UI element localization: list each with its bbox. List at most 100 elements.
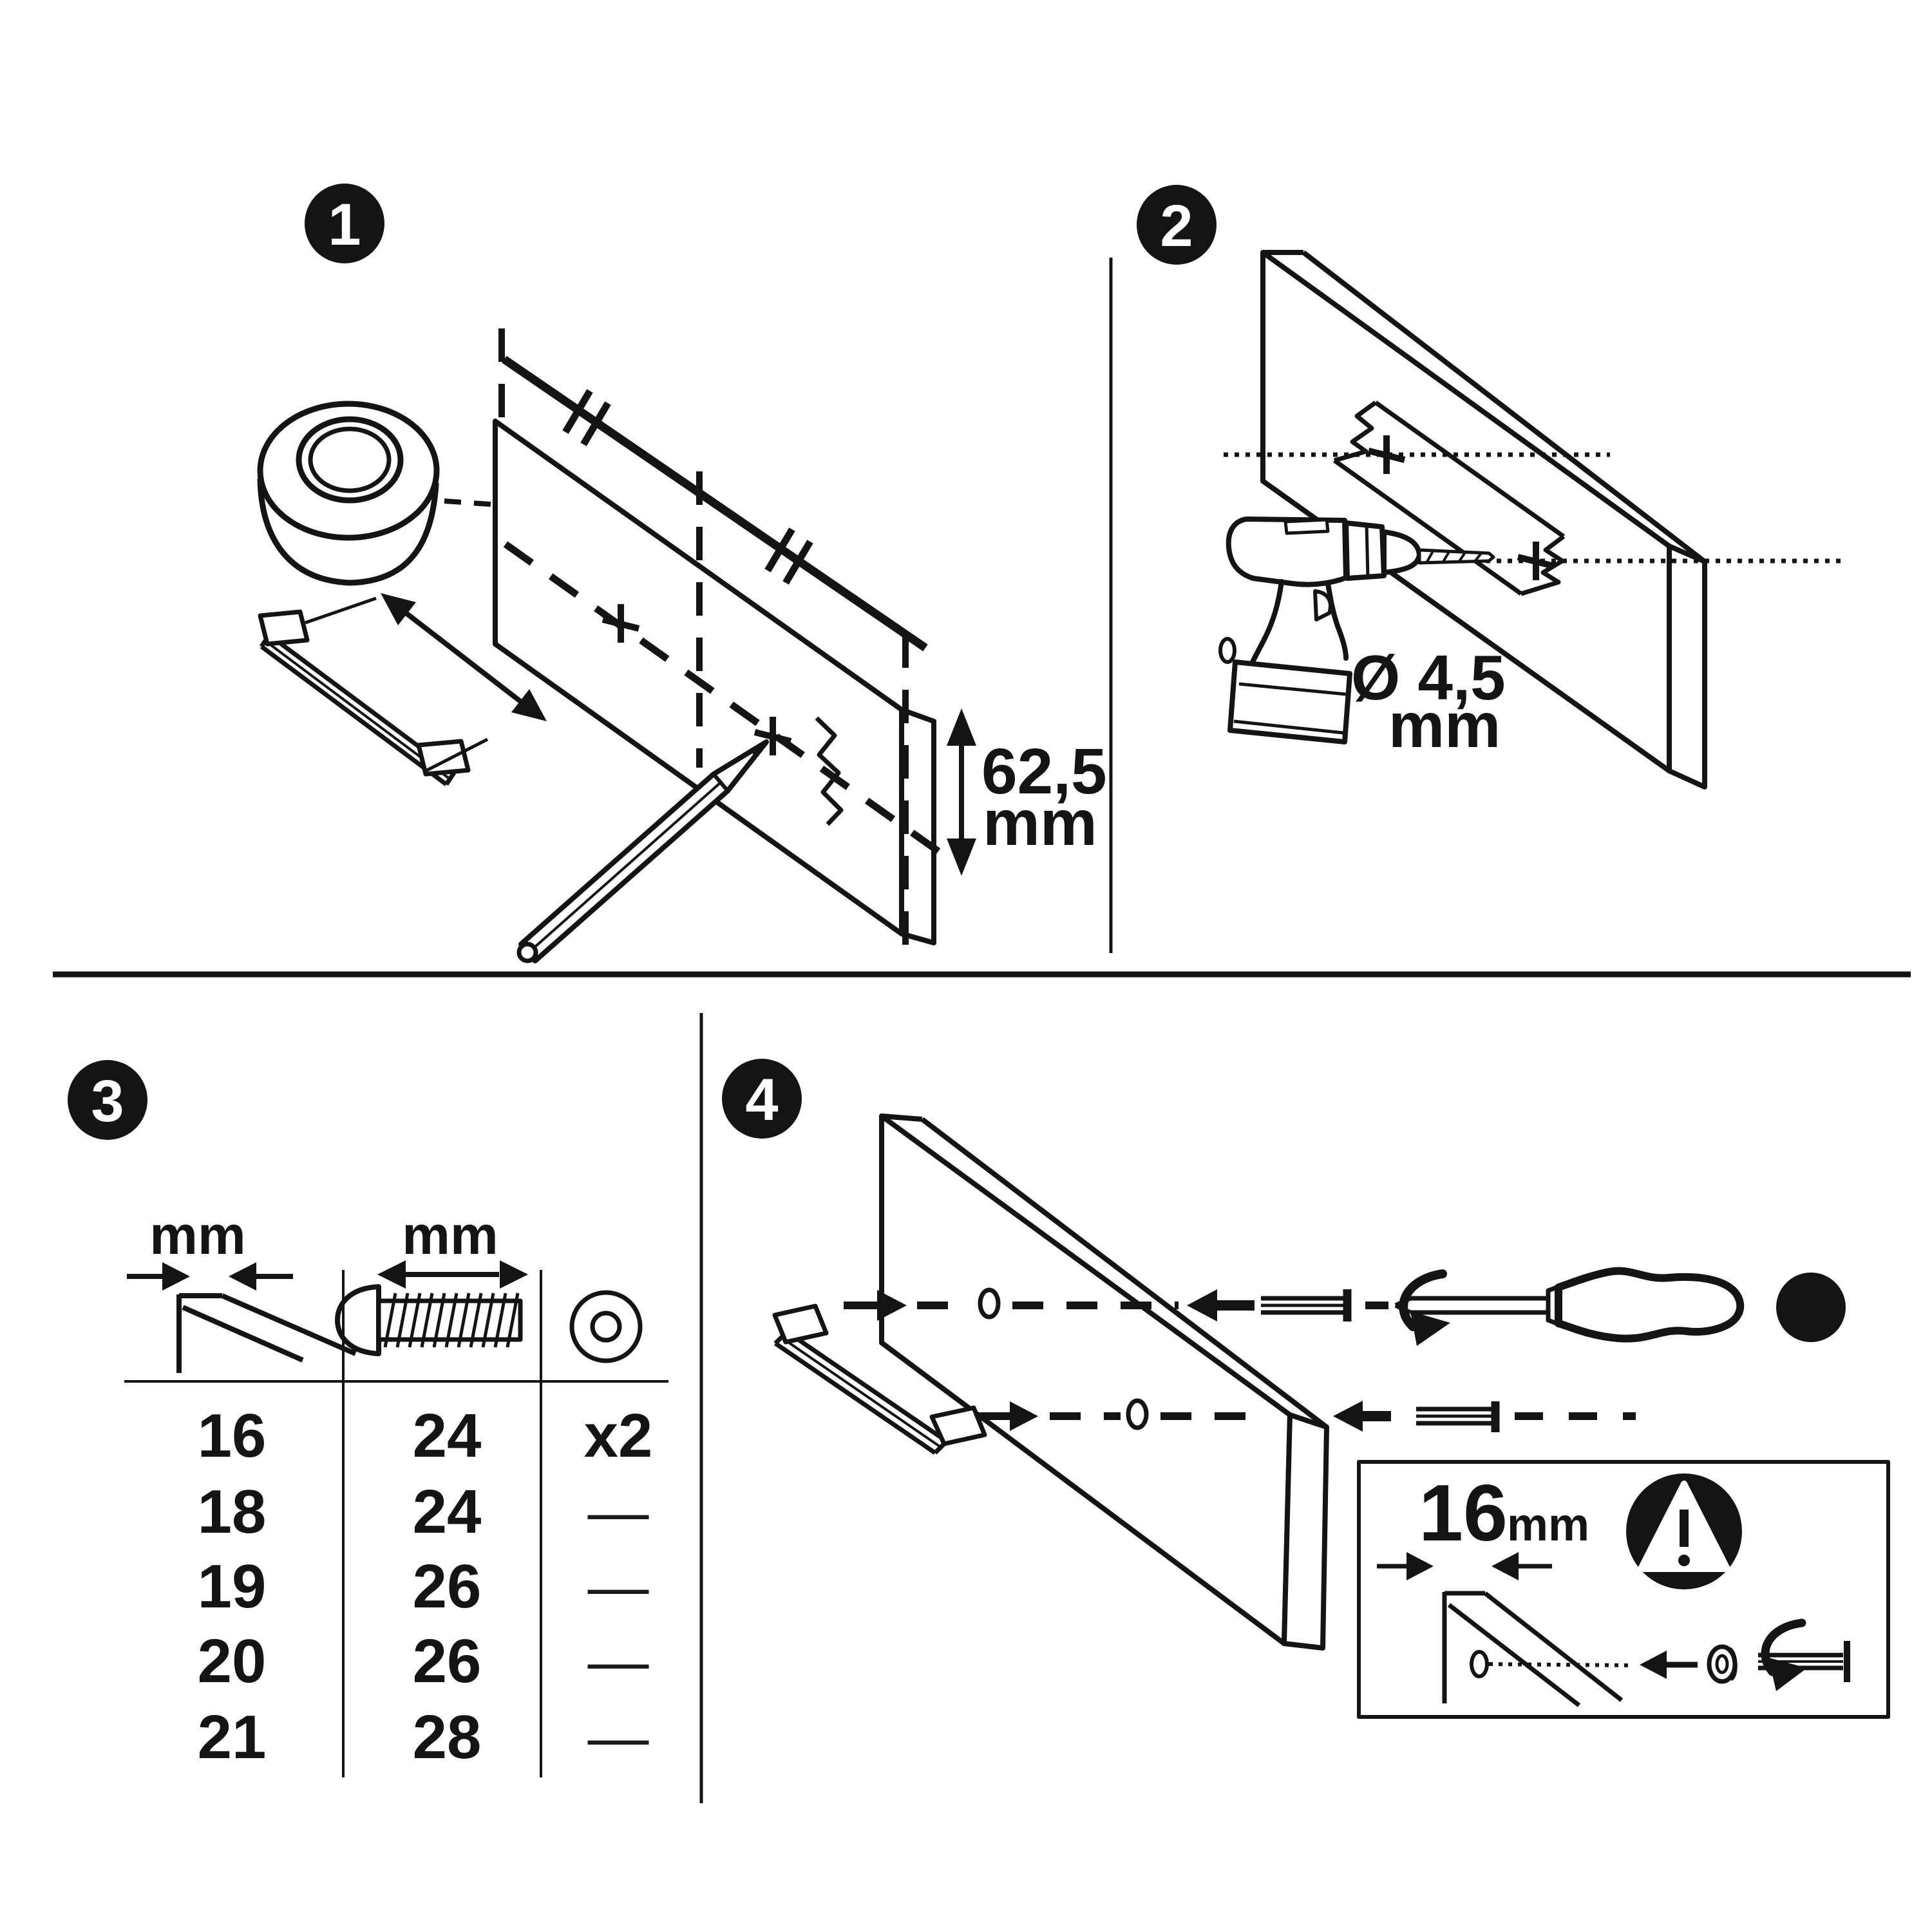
cell-quantity: —: [588, 1627, 649, 1696]
board-face: [879, 1113, 1293, 1646]
cell-thickness: 21: [198, 1703, 267, 1772]
torn-tape-zigzag: [815, 716, 844, 826]
step-2: 2: [1137, 185, 1846, 790]
drill-icon: [1218, 516, 1495, 744]
inset-detail-box: 16 mm: [1357, 1460, 1890, 1719]
grip: [1555, 1267, 1745, 1343]
diameter-value: Ø 4,5: [1351, 642, 1506, 713]
badge-circle: [68, 1060, 147, 1140]
badge-number: 1: [328, 192, 361, 258]
thread: [506, 1293, 520, 1348]
board-edge: [899, 707, 936, 945]
board-step4: [879, 1113, 1329, 1651]
pencil-cross-mark-2: [753, 717, 792, 755]
cell-quantity: x2: [584, 1401, 653, 1470]
step-4-badge: 4: [722, 1059, 802, 1139]
screw-unit-label: mm: [402, 1205, 498, 1265]
arrowhead-up: [381, 593, 416, 625]
cell-quantity: —: [588, 1553, 649, 1621]
step-1-badge: 1: [305, 184, 384, 263]
arrow-shaft: [402, 609, 525, 706]
tape-roll-core: [308, 426, 392, 493]
rotation-arrow-head: [1410, 1311, 1450, 1346]
handle-bar-inner: [781, 1337, 943, 1449]
step-1: 1: [257, 184, 1107, 963]
cross-h: [753, 729, 792, 744]
thickness-column-header: mm: [127, 1205, 357, 1373]
thickness-unit-label: mm: [149, 1205, 245, 1265]
battery-base: [1233, 719, 1344, 735]
dim-arrow-down: [947, 838, 976, 876]
length-arrow-right-head: [500, 1260, 528, 1289]
drill-chuck-ring: [1365, 524, 1370, 578]
upper-screw-axis: [844, 1287, 1388, 1321]
board-top-back-edge: [920, 1117, 1329, 1430]
cross-h: [1367, 448, 1406, 463]
handle-icon: [258, 609, 471, 786]
thread: [383, 1293, 397, 1348]
inset-dotted-axis: [1488, 1662, 1633, 1667]
dimension-value: 62,5: [981, 735, 1107, 808]
inset-border: [1357, 1460, 1890, 1719]
screw-side-icon: [1416, 1401, 1500, 1432]
inset-thickness-value: 16: [1419, 1469, 1508, 1558]
cell-quantity: —: [588, 1478, 649, 1546]
thread: [408, 1293, 422, 1348]
tape-guide-dashes: [444, 498, 500, 507]
warning-icon: [1626, 1473, 1742, 1589]
handle-post-left: [258, 609, 310, 647]
leader-left: [305, 596, 377, 625]
pencil-tip: [750, 742, 766, 757]
strip-bottom: [1332, 459, 1523, 596]
phillips-bit-icon: [1776, 1273, 1846, 1342]
dimension-unit: mm: [983, 787, 1097, 859]
dim-arrow-up: [947, 708, 976, 746]
rotation-arrow-curve: [1761, 1618, 1806, 1676]
bit-flute: [1441, 551, 1450, 564]
icon-diag-1: [221, 1293, 357, 1356]
drill-diameter-label: Ø 4,5 mm: [1351, 642, 1506, 761]
battery-seam: [1238, 682, 1347, 696]
icon-diag-1: [1483, 1591, 1624, 1702]
screw-column-header: mm: [335, 1205, 528, 1356]
badge-number: 3: [91, 1068, 124, 1134]
washer-icon: [569, 1290, 643, 1363]
washer-inner: [590, 1311, 622, 1343]
pilot-hole: [1126, 1398, 1149, 1430]
panel-dividers: [53, 258, 1911, 1803]
thread: [395, 1293, 410, 1348]
icon-diag-2: [182, 1305, 304, 1363]
inset-arrow-left-head: [1406, 1552, 1434, 1580]
handle-bar-cap-right: [444, 772, 456, 786]
thread: [481, 1293, 495, 1348]
screw-arrow-head: [1333, 1401, 1363, 1432]
cross-mark-upper: [1367, 435, 1406, 474]
arrow-left-head: [162, 1262, 190, 1291]
step-2-badge: 2: [1137, 185, 1217, 265]
thread: [469, 1293, 483, 1348]
cell-thickness: 18: [198, 1477, 267, 1546]
hole-spacing-arrow: [305, 593, 547, 772]
tick-1a: [562, 389, 593, 434]
diameter-unit: mm: [1388, 690, 1501, 761]
cell-screw-length: 28: [413, 1703, 482, 1772]
cell-quantity: —: [588, 1703, 649, 1772]
rotation-arrow-head: [1768, 1658, 1807, 1691]
insert-arrow-head: [1010, 1401, 1038, 1431]
cross-mark-lower: [1517, 542, 1555, 580]
badge-circle: [305, 184, 384, 263]
tape-roll-side: [257, 477, 439, 586]
thread: [432, 1293, 446, 1348]
thread: [493, 1293, 507, 1348]
bit-flute: [1473, 552, 1482, 563]
tick-2b: [782, 540, 813, 585]
cell-screw-length: 24: [413, 1401, 482, 1470]
badge-number: 4: [745, 1067, 778, 1133]
handle-post-right: [929, 1405, 987, 1446]
pilot-hole: [978, 1287, 1001, 1320]
arrow-right-head: [229, 1262, 256, 1291]
tick-1b: [580, 401, 611, 446]
insert-arrow-head: [877, 1290, 907, 1321]
handle-post-left: [772, 1303, 829, 1345]
